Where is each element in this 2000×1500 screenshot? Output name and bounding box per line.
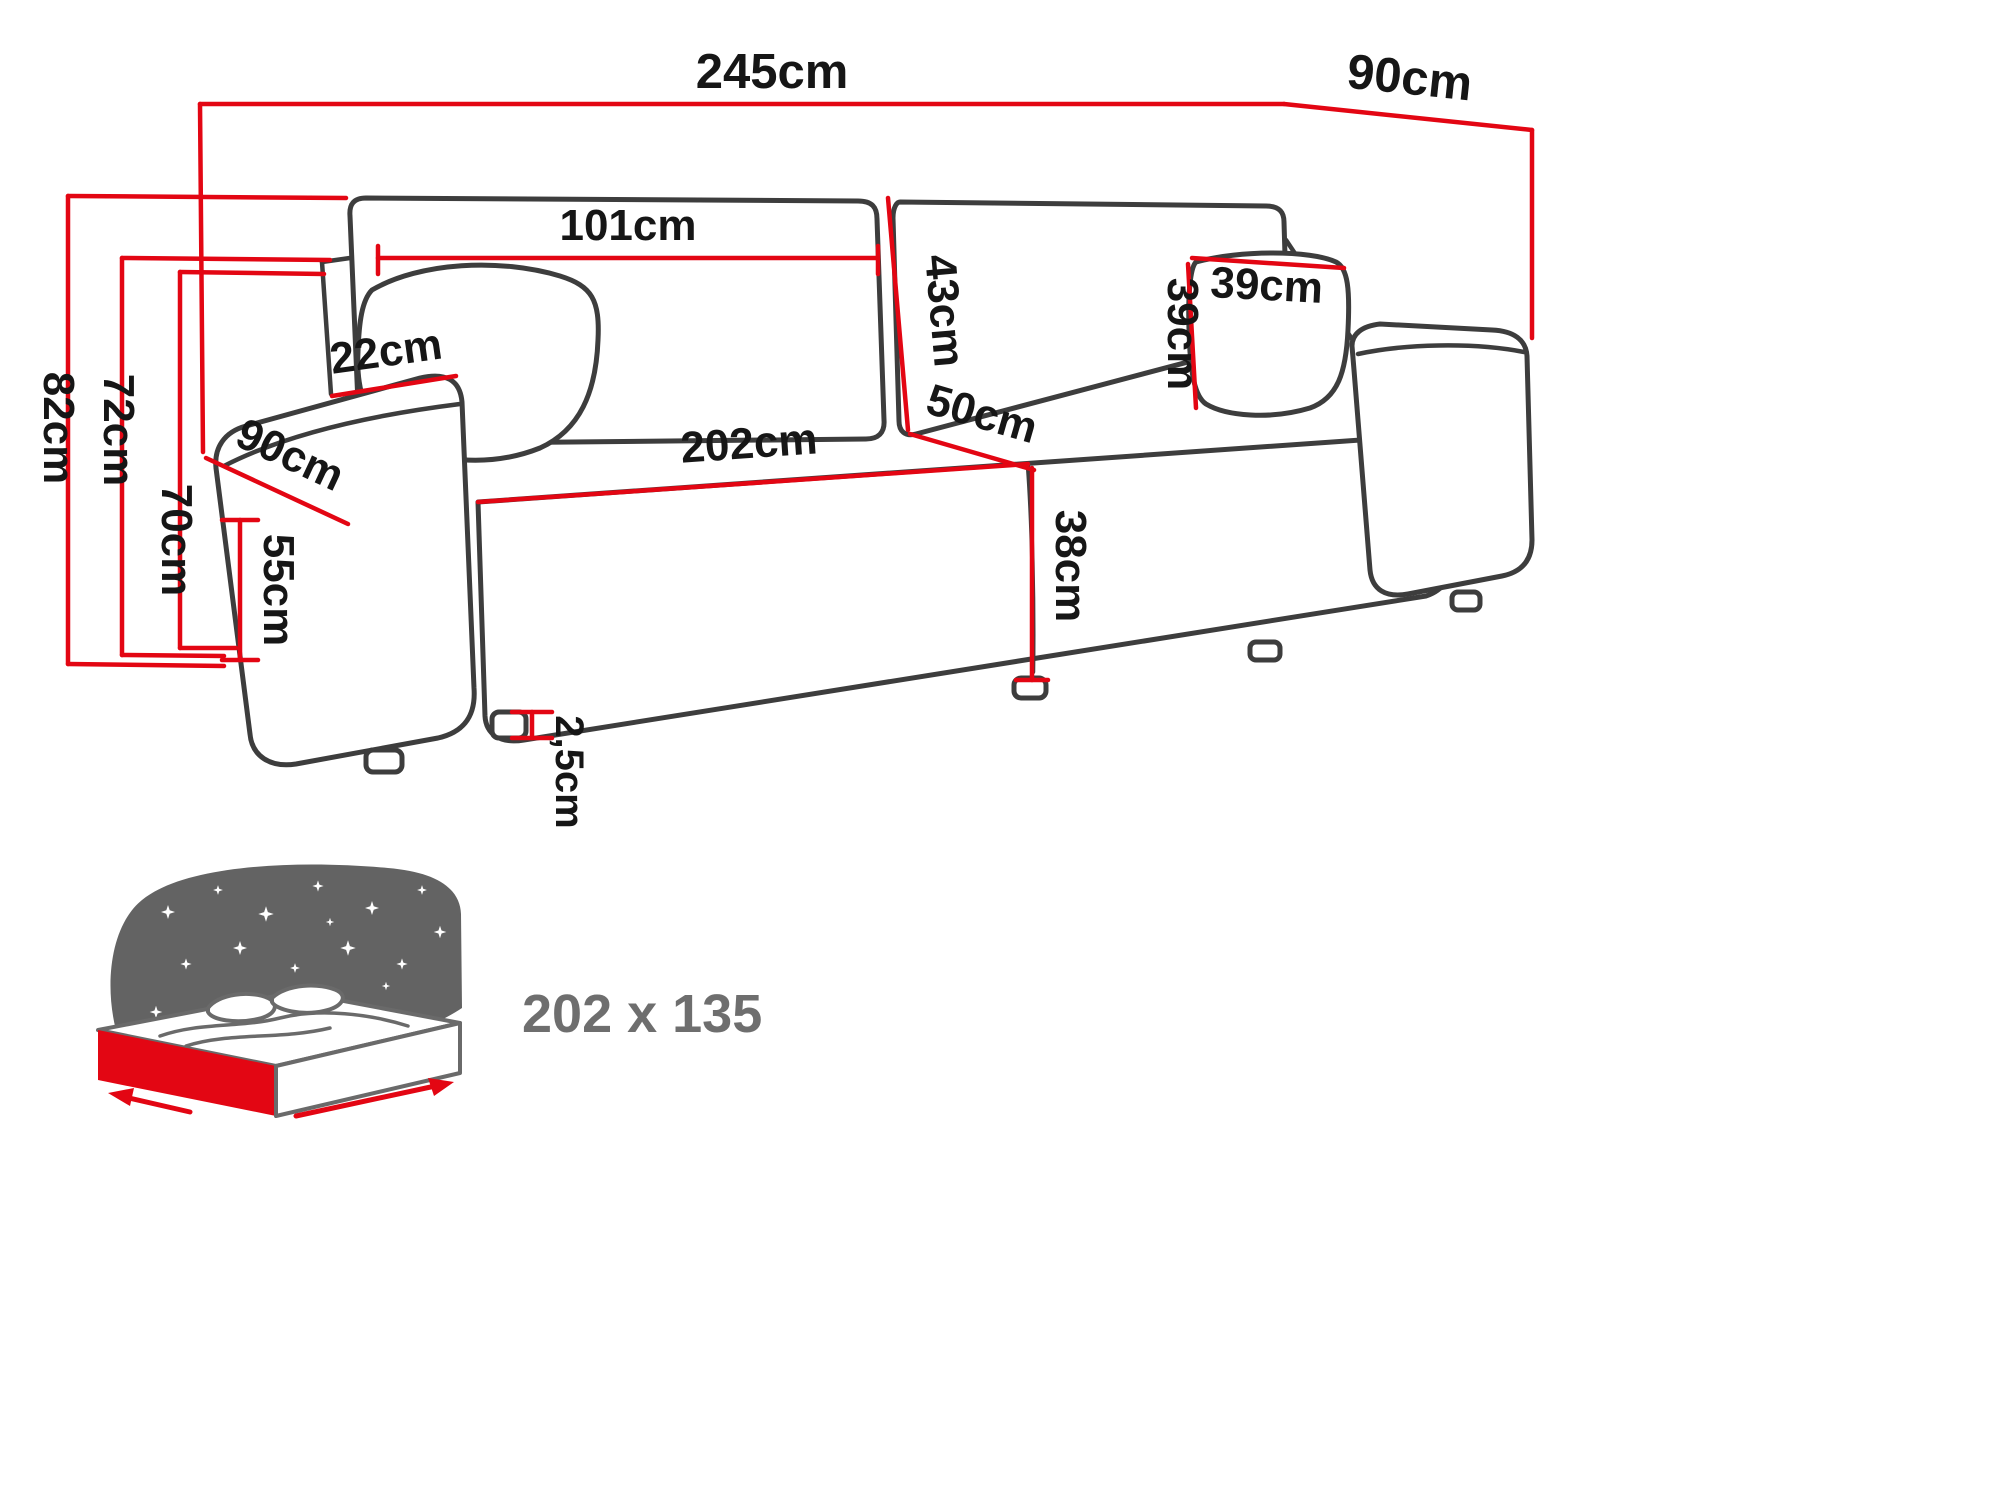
sofa-pillow-right <box>1186 250 1352 418</box>
sofa-seat-front <box>475 431 1455 744</box>
sofa-leg <box>1247 639 1283 663</box>
sofa-armrest-right-crease <box>1355 343 1527 357</box>
dim-label-seat-width: 202cm <box>679 414 819 472</box>
dim-line-pillow-height <box>1185 261 1199 411</box>
dim-ext-height-72-top <box>119 255 333 263</box>
dim-line-seat-width <box>475 461 1031 505</box>
bed-pillow-icon <box>206 991 277 1024</box>
sofa-armrest-left <box>213 373 477 768</box>
dim-line-pillow-width <box>1189 255 1347 271</box>
sleeping-area-size-label: 202 x 135 <box>522 984 762 1044</box>
dim-label-armrest-height: 55cm <box>254 534 303 647</box>
dim-line-backrest-height <box>885 195 911 433</box>
dim-ext-height-70-top <box>177 269 327 277</box>
mattress-side <box>274 1021 462 1118</box>
dim-line-total-depth <box>1281 101 1535 133</box>
mattress-front-red <box>98 1030 276 1116</box>
sofa-drawing <box>213 195 1535 775</box>
dim-label-total-depth: 90cm <box>1345 45 1475 112</box>
sleeping-area-icon <box>96 864 463 1119</box>
dim-line-armrest-width <box>329 373 459 399</box>
dim-ext-total-height-bottom <box>65 661 227 669</box>
dim-label-leg-height: 2,5cm <box>547 715 591 828</box>
dim-label-pillow-width: 39cm <box>1209 258 1324 313</box>
length-arrowhead-icon <box>428 1078 454 1096</box>
blanket-line <box>184 1026 332 1048</box>
sofa-armrest-right <box>1349 321 1535 598</box>
dim-ext-total-width-left <box>197 101 206 455</box>
dim-ext-total-height-top <box>65 193 349 201</box>
dim-label-height-72: 72cm <box>94 374 143 487</box>
dim-label-total-width: 245cm <box>696 45 849 99</box>
sofa-leg <box>1449 589 1483 613</box>
width-arrow-icon <box>117 1093 193 1115</box>
width-arrowhead-icon <box>108 1088 134 1106</box>
sofa-back-frame-edge-left <box>319 259 334 397</box>
dim-label-seat-height: 38cm <box>1046 510 1095 623</box>
blanket-line <box>158 1011 410 1038</box>
bed-pillow-icon <box>270 983 345 1015</box>
dim-label-height-70: 70cm <box>152 484 201 597</box>
length-arrow-icon <box>293 1082 443 1119</box>
dim-label-total-height: 82cm <box>34 372 83 485</box>
sofa-armrest-left-crease <box>221 401 463 469</box>
dimension-lines <box>65 101 1535 741</box>
dim-label-backrest-height: 43cm <box>915 253 974 369</box>
dim-label-backrest-width: 101cm <box>559 201 696 250</box>
sofa-leg <box>363 747 405 775</box>
dim-label-pillow-height: 39cm <box>1158 278 1207 391</box>
dim-line-armrest-depth <box>203 455 351 527</box>
dim-ext-height-72-bottom <box>119 652 227 659</box>
sofa-leg <box>489 709 529 741</box>
